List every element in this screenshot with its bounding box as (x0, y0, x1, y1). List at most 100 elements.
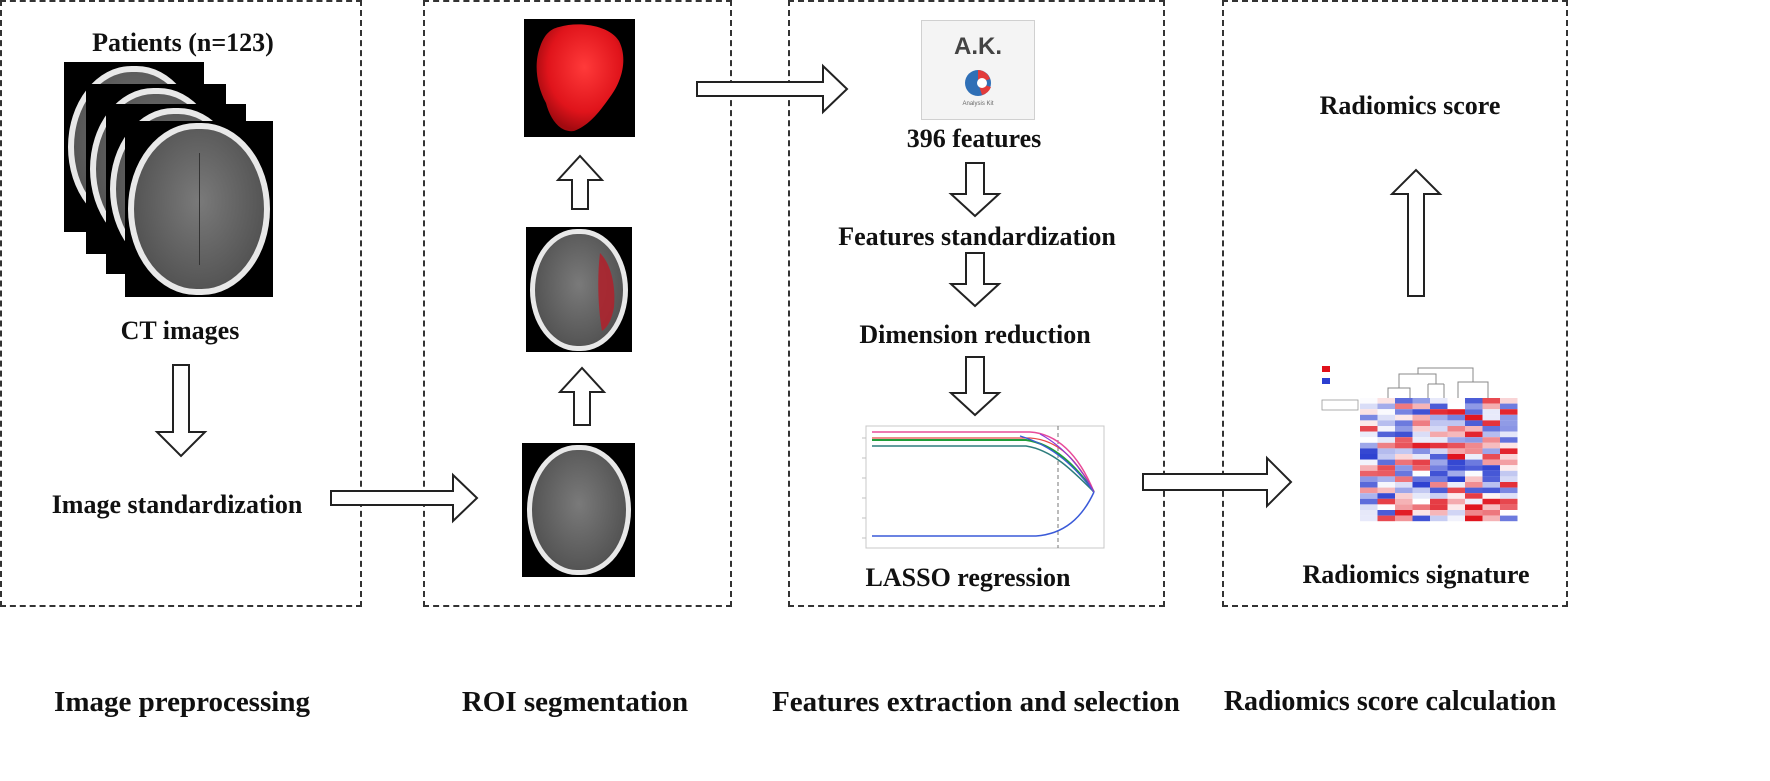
heatmap-cell (1430, 414, 1448, 421)
heatmap-cell (1447, 465, 1465, 471)
heatmap-cell (1465, 414, 1483, 421)
heatmap-cell (1412, 510, 1430, 516)
heatmap-cell (1465, 442, 1483, 449)
heatmap-cell (1465, 403, 1483, 410)
ct-slice-original (522, 443, 635, 577)
heatmap-cell (1430, 409, 1448, 415)
heatmap-cell (1482, 459, 1500, 466)
lasso-plot-thumbnail (862, 425, 1105, 549)
ak-software-logo: A.K. Analysis Kit (921, 20, 1035, 120)
heatmap-cell (1360, 465, 1378, 471)
heatmap-cell (1430, 459, 1448, 466)
heatmap-cell (1500, 504, 1518, 510)
arrow-up-roi-upper (555, 154, 605, 210)
heatmap-cell (1500, 403, 1518, 410)
heatmap-cell (1412, 409, 1430, 415)
heatmap-cell (1430, 442, 1448, 449)
heatmap-cell (1447, 431, 1465, 438)
heatmap-cell (1360, 403, 1378, 410)
heatmap-cell (1377, 398, 1395, 404)
heatmap-cell (1395, 454, 1413, 460)
heatmap-cell (1430, 515, 1448, 522)
heatmap-cell (1360, 470, 1378, 477)
heatmap-cell (1395, 482, 1413, 488)
heatmap-cell (1482, 498, 1500, 505)
heatmap-cell (1447, 470, 1465, 477)
heatmap-cell (1465, 409, 1483, 415)
heatmap-cell (1360, 504, 1378, 510)
heatmap-cell (1377, 431, 1395, 438)
heatmap-cell (1412, 448, 1430, 454)
dimension-reduction-label: Dimension reduction (859, 320, 1091, 349)
heatmap-cell (1412, 414, 1430, 421)
heatmap-cell (1482, 504, 1500, 510)
heatmap-cell (1377, 442, 1395, 449)
heatmap-cell (1395, 437, 1413, 443)
heatmap-cell (1360, 454, 1378, 460)
heatmap-cell (1360, 476, 1378, 482)
heatmap-cell (1412, 482, 1430, 488)
heatmap-cell (1377, 420, 1395, 426)
heatmap-cell (1500, 498, 1518, 505)
heatmap-cell (1500, 398, 1518, 404)
heatmap-cell (1500, 431, 1518, 438)
heatmap-cell (1377, 498, 1395, 505)
heatmap-cell (1465, 398, 1483, 404)
heatmap-cell (1430, 403, 1448, 410)
heatmap-cell (1360, 426, 1378, 432)
heatmap-cell (1482, 420, 1500, 426)
heatmap-cell (1360, 437, 1378, 443)
heatmap-cell (1412, 470, 1430, 477)
heatmap-cell (1377, 465, 1395, 471)
heatmap-cell (1377, 493, 1395, 499)
heatmap-cell (1395, 504, 1413, 510)
radiomics-score-label: Radiomics score (1319, 91, 1501, 120)
image-standardization-label: Image standardization (51, 490, 303, 519)
heatmap-cell (1430, 510, 1448, 516)
heatmap-cell (1447, 498, 1465, 505)
arrow-up-to-score (1389, 168, 1443, 297)
heatmap-cell (1360, 487, 1378, 494)
heatmap-cell (1377, 403, 1395, 410)
heatmap-cell (1377, 487, 1395, 494)
heatmap-cell (1412, 442, 1430, 449)
heatmap-cell (1482, 414, 1500, 421)
heatmap-cell (1360, 431, 1378, 438)
heatmap-cell (1377, 448, 1395, 454)
section-radiomics-score-calculation: Radiomics score calculation (1223, 686, 1557, 717)
heatmap-cell (1395, 476, 1413, 482)
heatmap-cell (1412, 493, 1430, 499)
heatmap-cell (1395, 470, 1413, 477)
heatmap-cell (1412, 420, 1430, 426)
heatmap-cell (1377, 504, 1395, 510)
heatmap-cell (1430, 398, 1448, 404)
heatmap-cell (1465, 510, 1483, 516)
heatmap-cell (1377, 470, 1395, 477)
heatmap-cell (1412, 504, 1430, 510)
heatmap-cell (1430, 482, 1448, 488)
heatmap-cell (1482, 515, 1500, 522)
heatmap-cell (1395, 498, 1413, 505)
heatmap-cell (1465, 476, 1483, 482)
heatmap-cell (1412, 431, 1430, 438)
heatmap-cell (1377, 454, 1395, 460)
heatmap-cell (1482, 409, 1500, 415)
heatmap-cell (1500, 482, 1518, 488)
heatmap-cell (1482, 476, 1500, 482)
heatmap-cell (1447, 414, 1465, 421)
heatmap-cell (1447, 487, 1465, 494)
heatmap-cell (1412, 515, 1430, 522)
heatmap-cell (1430, 426, 1448, 432)
heatmap-cell (1465, 493, 1483, 499)
arrow-right-to-features (696, 63, 849, 115)
heatmap-cell (1430, 493, 1448, 499)
heatmap-cell (1430, 448, 1448, 454)
heatmap-cell (1465, 448, 1483, 454)
section-features-extraction: Features extraction and selection (772, 686, 1180, 718)
heatmap-cell (1447, 510, 1465, 516)
heatmap-cell (1430, 476, 1448, 482)
heatmap-cell (1465, 504, 1483, 510)
heatmap-cell (1395, 459, 1413, 466)
heatmap-cell (1482, 448, 1500, 454)
heatmap-cell (1465, 459, 1483, 466)
